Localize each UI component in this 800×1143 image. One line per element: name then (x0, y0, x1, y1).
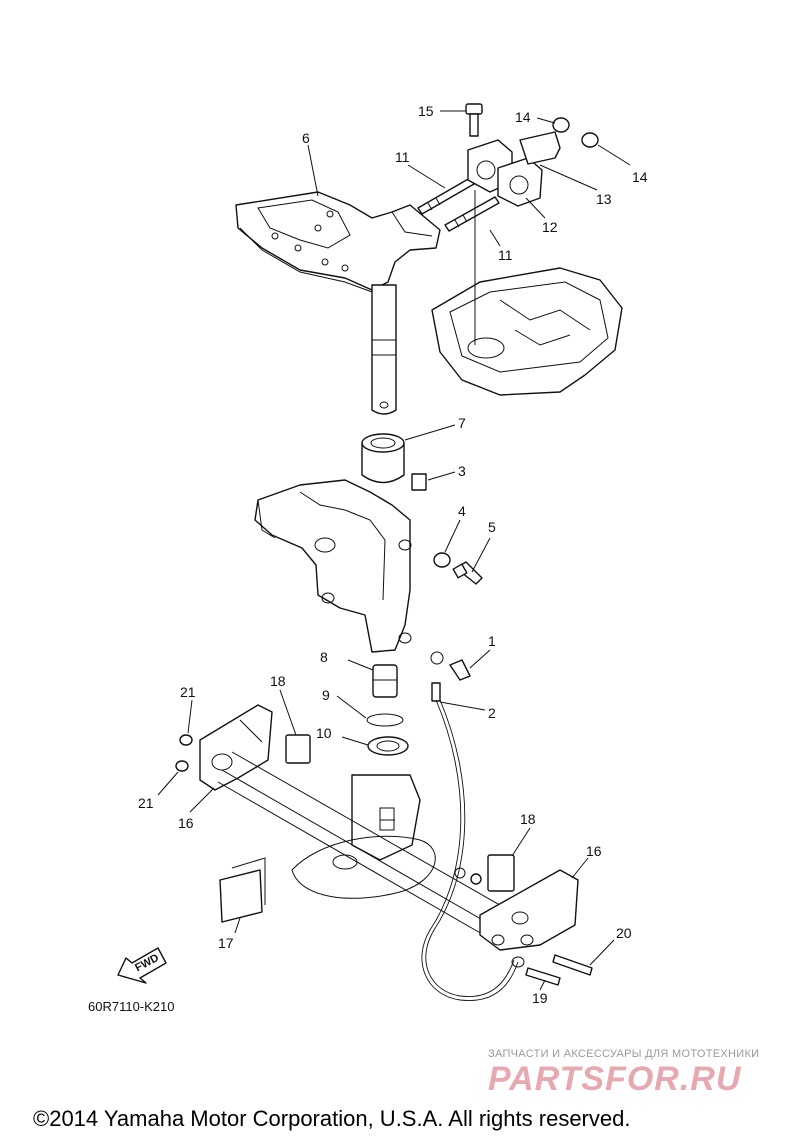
callout-1: 1 (488, 633, 496, 649)
callout-10: 10 (316, 725, 332, 741)
callout-3: 3 (458, 463, 466, 479)
watermark-brand-logo: PARTSFOR.RU (488, 1060, 742, 1098)
clamp-bracket-part (199, 704, 579, 951)
callout-19: 19 (532, 990, 548, 1006)
callout-14: 14 (515, 109, 531, 125)
ground-lead-part (421, 651, 525, 1001)
callout-8: 8 (320, 649, 328, 665)
callout-18: 18 (270, 673, 286, 689)
callout-13: 13 (596, 191, 612, 207)
callout-11: 11 (498, 247, 513, 263)
diagram-code: 60R7110-K210 (88, 999, 175, 1014)
callout-5: 5 (488, 519, 496, 535)
fastener-part (175, 734, 593, 986)
callout-21: 21 (138, 795, 154, 811)
callout-16: 16 (178, 815, 194, 831)
mount-cushion-part (465, 103, 599, 207)
pad-part (219, 857, 266, 923)
callout-21: 21 (180, 684, 196, 700)
bushing-seal-part (366, 664, 409, 756)
steering-bracket-part (235, 191, 441, 415)
swivel-bracket-part (254, 479, 412, 653)
callout-20: 20 (616, 925, 632, 941)
watermark-tagline: ЗАПЧАСТИ И АКСЕССУАРЫ ДЛЯ МОТОТЕХНИКИ (488, 1048, 759, 1060)
callout-4: 4 (458, 503, 466, 519)
callout-17: 17 (218, 935, 234, 951)
callout-2: 2 (488, 705, 496, 721)
callout-9: 9 (322, 687, 330, 703)
callout-labels: 15 14 14 6 11 13 12 11 7 3 4 5 1 8 2 9 1… (138, 103, 648, 1006)
bottom-cowling-part (431, 267, 623, 396)
callout-16: 16 (586, 843, 602, 859)
lower-mount-part (291, 774, 436, 899)
callout-11: 11 (395, 149, 410, 165)
callout-18: 18 (520, 811, 536, 827)
bushing-part (361, 433, 427, 491)
callout-14: 14 (632, 169, 648, 185)
callout-6: 6 (302, 130, 310, 146)
copyright-notice: ©2014 Yamaha Motor Corporation, U.S.A. A… (33, 1106, 630, 1131)
callout-7: 7 (458, 415, 466, 431)
leader-lines (157, 110, 631, 991)
callout-15: 15 (418, 103, 434, 119)
callout-12: 12 (542, 219, 558, 235)
fwd-arrow-icon: FWD (117, 947, 167, 984)
collar-bolt-part (433, 552, 483, 585)
anode-part (285, 734, 515, 892)
